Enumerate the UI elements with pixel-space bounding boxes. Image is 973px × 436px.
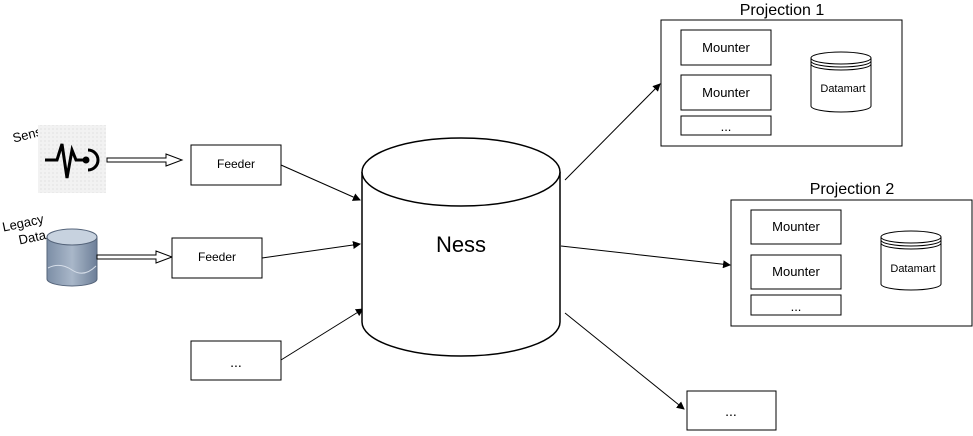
- feeder-box-2: Feeder: [171, 237, 263, 279]
- edge-ness-projection1: [564, 83, 661, 181]
- projection-2-mounter-1-label: Mounter: [772, 219, 820, 234]
- extra-output-label: ...: [725, 403, 737, 419]
- feeder-box-3: ...: [190, 340, 282, 381]
- projection-1-title: Projection 1: [740, 2, 825, 19]
- projection-2-mounter-2: Mounter: [750, 254, 842, 290]
- sensor-icon: [38, 125, 106, 193]
- edge-feeder3-ness: [280, 308, 364, 361]
- legacy-data-source: Legacy Data: [1, 211, 174, 287]
- edge-ness-projection2: [560, 245, 731, 269]
- projection-2-datamart-label: Datamart: [890, 263, 935, 275]
- legacy-hollow-arrow: [96, 250, 174, 264]
- projection-1-mounter-1-label: Mounter: [702, 40, 750, 55]
- projection-2: Projection 2 Mounter Mounter ... Datamar…: [730, 181, 973, 327]
- projection-2-mounter-3-label: ...: [791, 299, 802, 314]
- projection-1: Projection 1 Mounter Mounter ... Datamar…: [660, 2, 903, 147]
- sensors-source: Sensors: [11, 119, 184, 193]
- projection-1-datamart: Datamart: [810, 51, 872, 113]
- projection-2-mounter-2-label: Mounter: [772, 264, 820, 279]
- ness-label: Ness: [436, 232, 486, 257]
- feeder-2-label: Feeder: [198, 250, 236, 264]
- feeder-3-label: ...: [230, 354, 242, 370]
- projection-1-mounter-2: Mounter: [680, 74, 772, 111]
- projection-1-mounter-3-label: ...: [721, 119, 732, 134]
- sensors-hollow-arrow: [106, 153, 184, 167]
- ness-datastore: Ness: [361, 137, 561, 357]
- projection-2-mounter-3: ...: [750, 294, 842, 316]
- projection-1-mounter-3: ...: [680, 115, 772, 136]
- feeder-box-1: Feeder: [190, 144, 282, 186]
- edge-feeder2-ness: [261, 241, 361, 259]
- projection-1-mounter-1: Mounter: [680, 29, 772, 66]
- feeder-1-label: Feeder: [217, 157, 255, 171]
- legacy-label-line2: Data: [17, 227, 48, 248]
- projection-2-datamart: Datamart: [880, 230, 942, 291]
- projection-1-datamart-label: Datamart: [820, 83, 865, 95]
- projection-1-mounter-2-label: Mounter: [702, 85, 750, 100]
- edge-ness-extra: [564, 312, 685, 410]
- extra-output-box: ...: [686, 390, 777, 431]
- projection-2-title: Projection 2: [810, 181, 895, 198]
- database-icon: [46, 228, 98, 287]
- edge-feeder1-ness: [280, 164, 361, 201]
- projection-2-mounter-1: Mounter: [750, 209, 842, 245]
